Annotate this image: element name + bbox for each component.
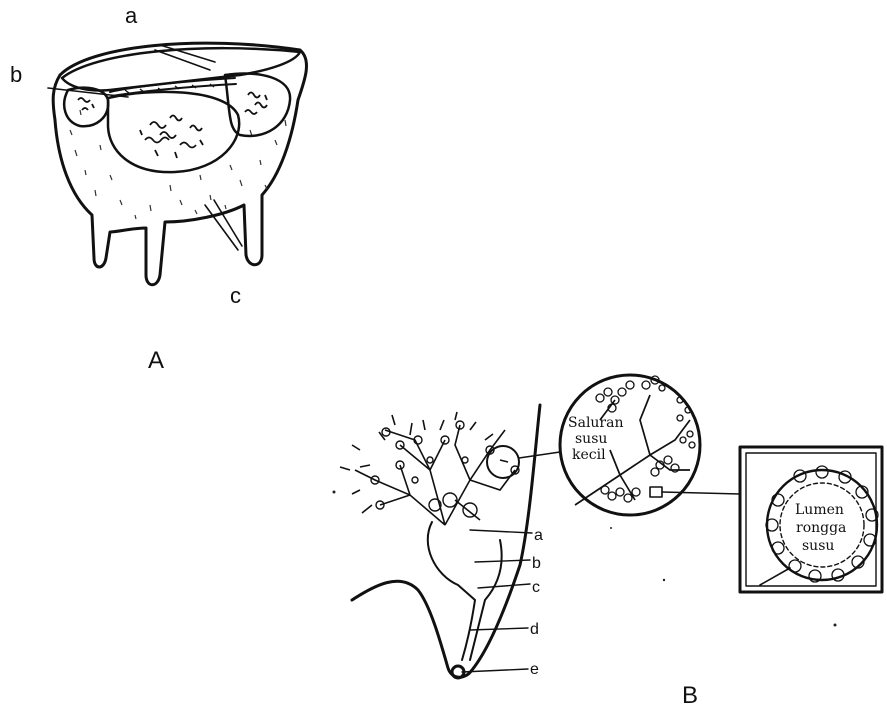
label-c: c (230, 283, 241, 308)
figure-b-duct-system: a b c d e Saluran susu kecil (340, 375, 882, 707)
glandular-tissue-left (78, 98, 94, 110)
small-ducts-line-3: kecil (572, 447, 606, 463)
teat-outline (352, 405, 540, 677)
glandular-tissue-front (140, 116, 203, 159)
label-a: a (125, 3, 138, 28)
figure-b-caption: B (682, 682, 698, 707)
front-quarter (108, 92, 239, 172)
label-b-a: a (534, 527, 543, 544)
rear-quarter-right (225, 74, 290, 136)
zoom-line-2 (662, 492, 740, 494)
lumen-line-3: susu (802, 538, 834, 554)
alveoli-dots (371, 421, 519, 517)
label-b-e: e (530, 661, 539, 678)
zoom-marker-circle (487, 446, 519, 478)
pointer-b-a (470, 530, 532, 533)
lumen-line-2: rongga (796, 520, 846, 536)
udder-skin-texture (70, 110, 286, 219)
glandular-tissue-right (245, 93, 267, 115)
zoom-marker-square (650, 487, 662, 497)
udder-outline (53, 43, 306, 285)
label-b-d: d (530, 621, 539, 638)
label-b: b (10, 62, 22, 87)
label-b-c: c (532, 579, 540, 596)
alveolus-duct-stem (760, 568, 790, 585)
zoom-line-1 (519, 452, 560, 458)
label-b-b: b (532, 555, 541, 572)
small-ducts-line-2: susu (575, 431, 607, 447)
pointer-b-c (478, 584, 530, 588)
figure-a-udder-section: a b c A (10, 3, 306, 374)
print-specks (333, 491, 837, 627)
small-ducts-line-1: Saluran (568, 415, 624, 431)
lumen-line-1: Lumen (795, 502, 844, 518)
gland-cistern (428, 522, 475, 660)
figure-a-caption: A (148, 347, 164, 374)
